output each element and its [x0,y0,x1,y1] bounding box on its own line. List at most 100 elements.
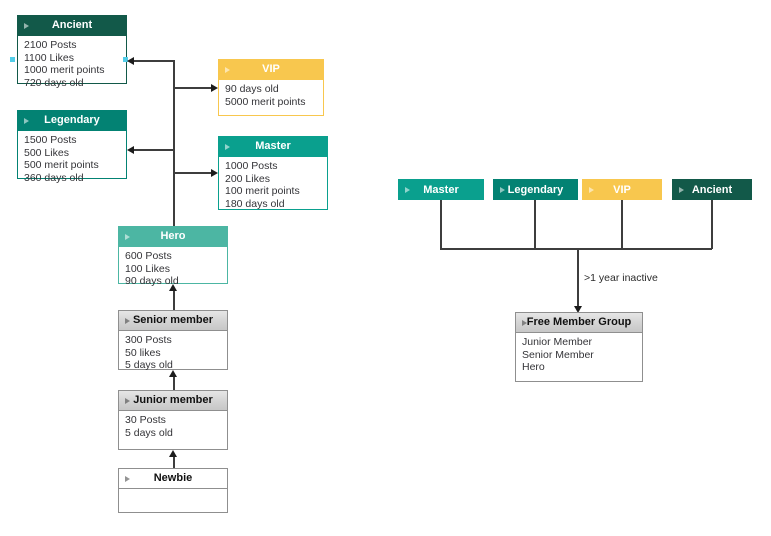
criteria-line: 720 days old [24,76,84,89]
node-title: VIP [613,184,631,196]
collapse-icon [679,187,684,193]
node-hero[interactable]: Hero 600 Posts 100 Likes 90 days old [118,226,228,287]
criteria-line: 100 Likes [125,262,170,275]
node-title: Ancient [51,19,93,31]
node-legendary[interactable]: Legendary 1500 Posts 500 Likes 500 merit… [17,110,127,184]
node-hero-body: 600 Posts 100 Likes 90 days old [119,247,227,288]
criteria-line: 1100 Likes [24,51,75,64]
criteria-line: 200 Likes [225,172,270,185]
node-right-master-header: Master [399,180,483,199]
node-right-vip-header: VIP [583,180,661,199]
criteria-line: 5000 merit points [225,95,306,108]
collapse-icon [125,398,130,404]
criteria-line: 1500 Posts [24,134,77,146]
arrowhead-icon [574,306,582,313]
connection-point-icon [123,57,128,62]
collapse-icon [24,118,29,124]
arrowhead-icon [127,57,134,65]
arrowhead-icon [169,450,177,457]
arrowhead-icon [169,370,177,377]
collapse-icon [225,67,230,73]
criteria-line: 30 Posts [125,414,166,426]
node-title: Hero [160,230,186,242]
node-legendary-header: Legendary [18,111,126,131]
node-newbie-header: Newbie [119,469,227,489]
node-senior-member[interactable]: Senior member 300 Posts 50 likes 5 days … [118,310,228,372]
criteria-line: 180 days old [225,197,285,210]
node-title: Newbie [153,472,193,484]
criteria-line: 100 merit points [225,185,300,197]
node-free-member-group-header: Free Member Group [516,313,642,333]
node-hero-header: Hero [119,227,227,247]
node-ancient-body: 2100 Posts 1100 Likes 1000 merit points … [18,36,126,89]
collapse-icon [125,476,130,482]
node-right-ancient[interactable]: Ancient [672,179,752,200]
connector-segment [134,149,174,151]
connection-point-icon [10,57,15,62]
collapse-icon [405,187,410,193]
connector-segment [173,60,175,226]
node-senior-body: 300 Posts 50 likes 5 days old [119,331,227,372]
criteria-line: 1000 merit points [24,64,105,76]
connector-segment [134,60,174,62]
collapse-icon [125,234,130,240]
collapse-icon [225,144,230,150]
connector-segment [173,291,175,310]
criteria-line: 500 Likes [24,146,69,159]
criteria-line: 1000 Posts [225,160,278,172]
node-title: Legendary [44,114,100,126]
criteria-line: 90 days old [125,275,179,287]
node-right-master[interactable]: Master [398,179,484,200]
arrowhead-icon [169,284,177,291]
node-legendary-body: 1500 Posts 500 Likes 500 merit points 36… [18,131,126,184]
node-title: Free Member Group [526,316,632,328]
criteria-line: 5 days old [125,426,173,439]
criteria-line: 300 Posts [125,334,172,346]
node-free-member-group[interactable]: Free Member Group Junior Member Senior M… [515,312,643,382]
connector-segment [711,200,713,249]
node-vip-header: VIP [219,60,323,80]
edge-label-inactive: >1 year inactive [582,272,660,284]
arrowhead-icon [211,169,218,177]
node-right-legendary-header: Legendary [494,180,577,199]
node-ancient[interactable]: Ancient 2100 Posts 1100 Likes 1000 merit… [17,15,127,89]
criteria-line: 50 likes [125,346,161,359]
collapse-icon [522,320,527,326]
node-junior-header: Junior member [119,391,227,411]
node-title: Legendary [507,184,564,196]
node-newbie-body [119,489,227,492]
node-free-member-group-body: Junior Member Senior Member Hero [516,333,642,374]
member-line: Hero [522,361,545,373]
node-senior-header: Senior member [119,311,227,331]
node-title: Master [255,140,291,152]
connector-segment [534,200,536,249]
node-vip[interactable]: VIP 90 days old 5000 merit points [218,59,324,116]
connector-segment [174,172,211,174]
node-title: Senior member [132,314,214,326]
node-master[interactable]: Master 1000 Posts 200 Likes 100 merit po… [218,136,328,210]
connector-segment [621,200,623,249]
node-vip-body: 90 days old 5000 merit points [219,80,323,108]
criteria-line: 5 days old [125,359,173,371]
node-right-legendary[interactable]: Legendary [493,179,578,200]
connector-segment [173,457,175,468]
node-title: VIP [262,63,280,75]
node-right-ancient-header: Ancient [673,180,751,199]
arrowhead-icon [127,146,134,154]
member-line: Senior Member [522,348,594,361]
node-newbie[interactable]: Newbie [118,468,228,513]
node-junior-member[interactable]: Junior member 30 Posts 5 days old [118,390,228,450]
connector-segment [174,87,211,89]
node-ancient-header: Ancient [18,16,126,36]
criteria-line: 500 merit points [24,159,99,171]
arrowhead-icon [211,84,218,92]
node-right-vip[interactable]: VIP [582,179,662,200]
connector-segment [440,200,442,249]
collapse-icon [589,187,594,193]
criteria-line: 2100 Posts [24,39,77,51]
collapse-icon [24,23,29,29]
criteria-line: 600 Posts [125,250,172,262]
connector-segment [173,377,175,390]
node-title: Ancient [691,184,733,196]
